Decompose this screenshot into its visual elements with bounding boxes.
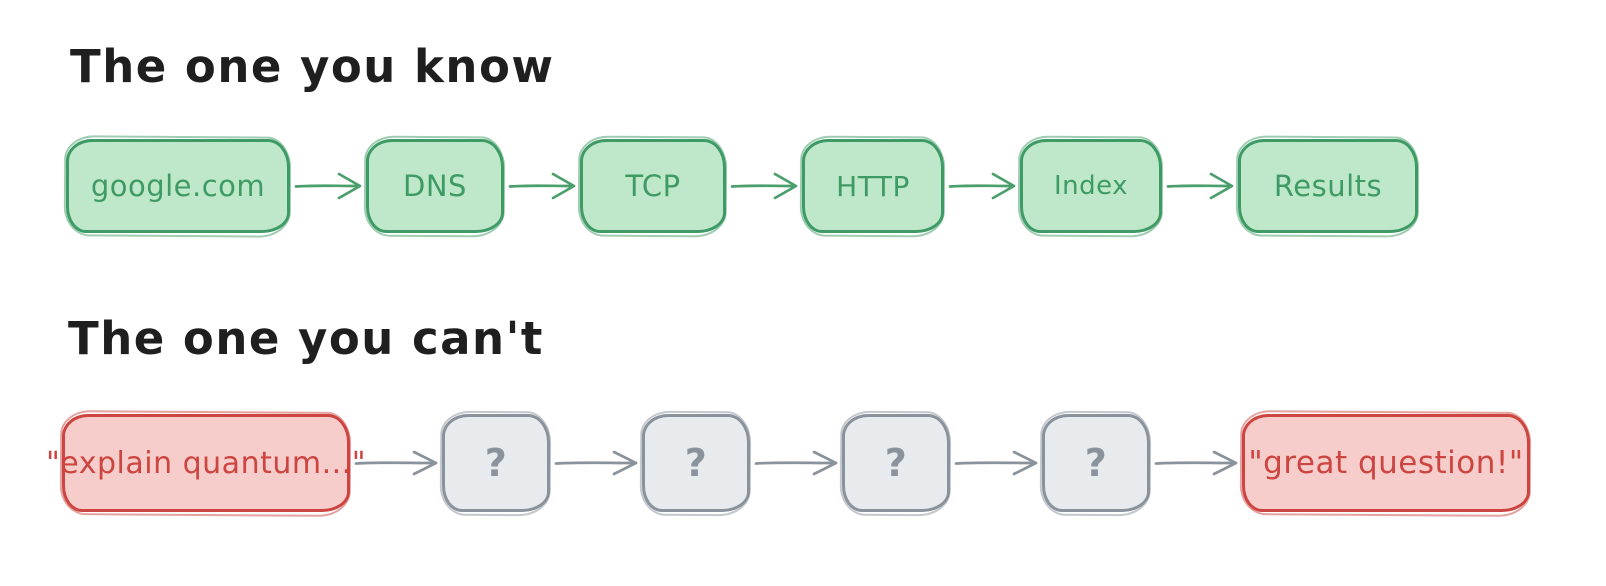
node-question-4: ?: [1042, 414, 1150, 512]
arrow-icon: [1154, 450, 1238, 476]
section-title-cant: The one you can't: [68, 312, 544, 365]
node-label: ?: [884, 441, 908, 485]
node-label: Index: [1053, 171, 1129, 201]
node-label: ?: [684, 441, 708, 485]
node-label: ?: [1084, 441, 1108, 485]
node-question-1: ?: [442, 414, 550, 512]
arrow-icon: [294, 172, 362, 200]
arrow-icon: [730, 172, 798, 200]
node-tcp: TCP: [580, 139, 726, 233]
node-answer: "great question!": [1242, 414, 1530, 512]
arrow-icon: [554, 450, 638, 476]
node-label: "great question!": [1248, 445, 1524, 481]
node-label: HTTP: [836, 169, 910, 203]
arrow-icon: [954, 450, 1038, 476]
node-prompt: "explain quantum...": [46, 414, 366, 512]
node-google-com: google.com: [66, 139, 290, 233]
node-label: ?: [484, 441, 508, 485]
node-label: "explain quantum...": [46, 445, 366, 481]
node-question-2: ?: [642, 414, 750, 512]
node-results: Results: [1238, 139, 1418, 233]
arrow-icon: [508, 172, 576, 200]
section-title-known: The one you know: [70, 40, 555, 93]
node-http: HTTP: [802, 139, 944, 233]
arrow-icon: [754, 450, 838, 476]
node-label: TCP: [625, 169, 681, 203]
flow-known: google.com DNS TCP HTTP Index: [66, 139, 1418, 233]
node-label: Results: [1273, 169, 1383, 203]
node-dns: DNS: [366, 139, 504, 233]
node-label: google.com: [90, 169, 266, 203]
flow-cant: "explain quantum..." ? ? ? ?: [46, 414, 1530, 512]
node-index: Index: [1020, 139, 1162, 233]
arrow-icon: [1166, 172, 1234, 200]
arrow-icon: [948, 172, 1016, 200]
node-label: DNS: [403, 169, 467, 203]
arrow-icon: [354, 450, 438, 476]
node-question-3: ?: [842, 414, 950, 512]
